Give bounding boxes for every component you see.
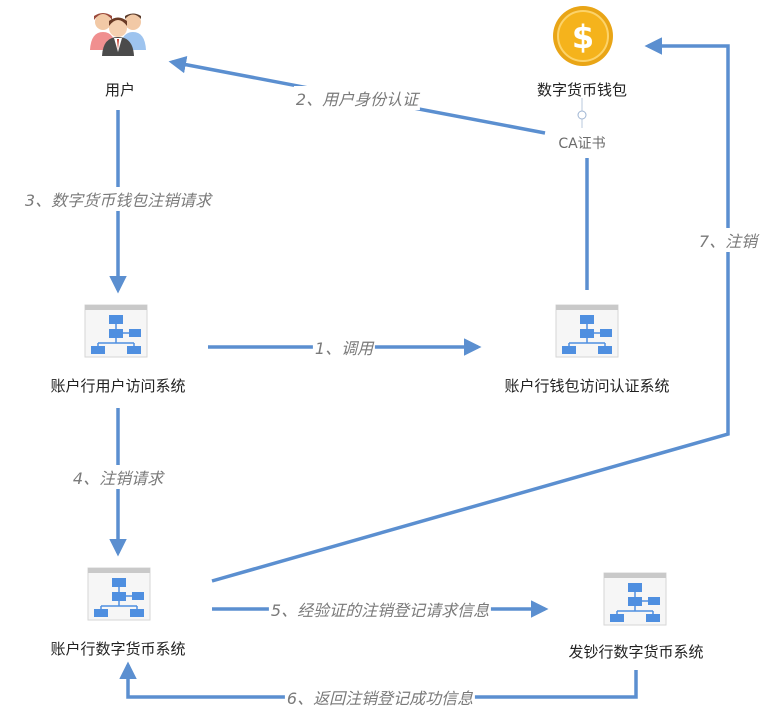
auth-system-label: 账户行钱包访问认证系统 (504, 377, 670, 395)
wallet-label: 数字货币钱包 (536, 81, 628, 99)
edge-2-label: 2、用户身份认证 (293, 86, 421, 110)
svg-text:$: $ (572, 18, 594, 56)
edge-5-label: 5、经验证的注销登记请求信息 (268, 597, 492, 621)
auth-system-icon (555, 304, 619, 358)
issuer-dc-system-label: 发钞行数字货币系统 (568, 643, 704, 661)
edge-7-cancel (211, 37, 730, 583)
bank-dc-system-icon (87, 567, 151, 621)
edge-7-label: 7、注销 (696, 228, 760, 252)
edge-1-label: 1、调用 (312, 335, 376, 359)
edge-6-label: 6、返回注销登记成功信息 (284, 685, 476, 709)
edge-3-label: 3、数字货币钱包注销请求 (22, 187, 214, 211)
bank-dc-system-label: 账户行数字货币系统 (50, 640, 186, 658)
ca-connector-dot (577, 110, 587, 120)
ca-certificate-label: CA证书 (558, 133, 606, 153)
edge-4-label: 4、注销请求 (70, 465, 166, 489)
people-group-icon (90, 13, 146, 56)
access-system-label: 账户行用户访问系统 (50, 377, 186, 395)
issuer-dc-system-icon (603, 572, 667, 626)
access-system-icon (84, 304, 148, 358)
user-label: 用户 (104, 81, 136, 99)
dollar-coin-icon: $ (553, 6, 613, 66)
